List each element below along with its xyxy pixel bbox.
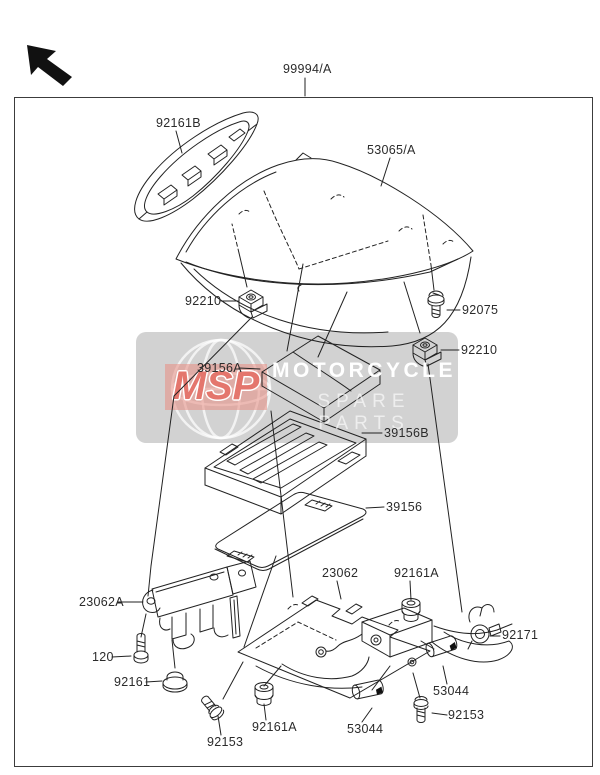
part-label-clip-nut-left: 92210 <box>185 294 222 308</box>
part-label-plate: 23062 <box>322 566 359 580</box>
part-label-grommet-bottom: 92161A <box>252 720 297 734</box>
foam-pad-drawing <box>261 335 381 423</box>
screw-left-drawing <box>201 695 225 721</box>
part-label-collar-right: 53044 <box>433 684 470 698</box>
part-label-mat: 39156 <box>386 500 423 514</box>
watermark-brand: MSP <box>172 364 260 408</box>
grommet-top-drawing <box>401 598 421 622</box>
watermark-line2: SPARE PARTS <box>317 391 411 434</box>
pad-sheet-drawing <box>214 491 367 571</box>
leader-lines-lower <box>111 580 501 736</box>
cowl-screw-drawing <box>427 290 445 318</box>
cursor-arrow-icon[interactable] <box>27 45 72 86</box>
part-label-tray: 39156B <box>384 426 429 440</box>
grommet-bottom-drawing <box>254 682 274 706</box>
collar-right-drawing <box>425 635 458 658</box>
part-label-bolt-flange: 92161 <box>114 675 151 689</box>
screw-right-drawing <box>413 696 429 723</box>
leader-lines-upper <box>147 157 463 648</box>
part-label-bracket: 23062A <box>79 595 124 609</box>
kit-number-label: 99994/A <box>283 62 332 76</box>
part-label-clip-nut-right: 92210 <box>461 343 498 357</box>
seat-cowl-drawing <box>175 152 474 348</box>
watermark-line1: MOTORCYCLE <box>272 359 456 382</box>
part-label-foam-pad: 39156A <box>197 361 242 375</box>
part-label-clip: 92171 <box>502 628 539 642</box>
part-label-bolt-small: 120 <box>92 650 114 664</box>
part-label-screw-left: 92153 <box>207 735 244 749</box>
watermark-accent-box <box>165 364 267 410</box>
diagram-frame <box>14 97 593 767</box>
latch-bracket-drawing <box>142 560 257 650</box>
part-label-cowl: 53065/A <box>367 143 416 157</box>
part-label-screw-right: 92153 <box>448 708 485 722</box>
collar-bottom-drawing <box>351 679 384 700</box>
clip-nut-left-drawing <box>238 289 268 319</box>
tool-tray-drawing <box>204 410 367 515</box>
trim-pad-strip-drawing <box>134 111 259 222</box>
base-plate-drawing <box>237 595 513 699</box>
clip-nut-right-drawing <box>412 337 442 367</box>
bolt-flange-drawing <box>162 671 188 693</box>
bolt-small-drawing <box>133 633 149 664</box>
cable-clip-drawing <box>467 604 502 650</box>
part-label-grommet-top: 92161A <box>394 566 439 580</box>
part-label-screw-cowl: 92075 <box>462 303 499 317</box>
part-label-pad-strip: 92161B <box>156 116 201 130</box>
part-label-collar-bottom: 53044 <box>347 722 384 736</box>
